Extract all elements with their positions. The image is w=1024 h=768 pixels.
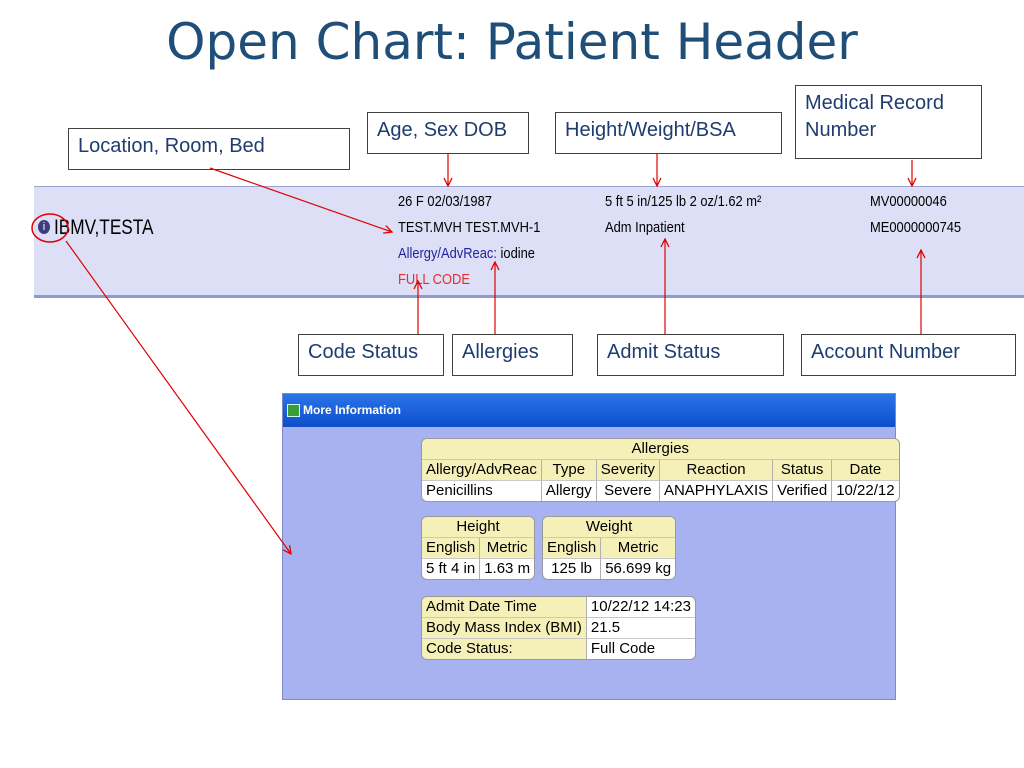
allergies-col-header: Allergy/AdvReac [422,460,542,481]
callout-account-number: Account Number [801,334,1016,376]
callout-medical-record-number-line2: Number [805,119,877,141]
allergies-cell: Allergy [542,481,597,501]
callout-location-room-bed: Location, Room, Bed [68,128,350,170]
table-row[interactable]: Body Mass Index (BMI) 21.5 [422,618,695,639]
allergies-table-caption: Allergies [422,439,899,460]
patient-header-bar [34,186,1024,298]
table-row[interactable]: 125 lb 56.699 kg [543,559,675,579]
table-row[interactable]: Admit Date Time 10/22/12 14:23 [422,597,695,618]
callout-code-status: Code Status [298,334,444,376]
callout-age-sex-dob: Age, Sex DOB [367,112,529,154]
more-information-window: More Information Allergies Allergy/AdvRe… [282,393,900,700]
callout-allergies: Allergies [452,334,573,376]
more-information-titlebar[interactable]: More Information [283,394,895,427]
more-information-title: More Information [303,403,401,417]
detail-value: 10/22/12 14:23 [586,597,695,618]
allergy-label: Allergy/AdvReac: [398,245,497,262]
allergies-col-header: Date [832,460,899,481]
allergies-cell: ANAPHYLAXIS [660,481,774,501]
callout-medical-record-number: Medical Record Number [795,85,982,159]
callout-medical-record-number-line1: Medical Record [805,92,944,114]
height-col-header: English [422,538,481,559]
allergies-col-header: Reaction [659,460,774,481]
height-table-caption: Height [422,517,535,538]
detail-label: Admit Date Time [422,597,587,618]
info-circle-icon[interactable]: i [38,220,50,234]
allergies-col-header: Type [541,460,597,481]
medical-record-number-value: MV00000046 [870,193,947,210]
arrow-info-to-more-information [65,240,291,554]
allergies-cell: Penicillins [422,481,542,501]
detail-label: Code Status: [422,639,587,659]
allergy-value: iodine [500,245,535,262]
age-sex-dob-value: 26 F 02/03/1987 [398,193,492,210]
slide-title: Open Chart: Patient Header [166,13,858,71]
detail-value: 21.5 [586,618,695,639]
patient-name[interactable]: IBMV,TESTA [54,216,154,239]
admission-details-table: Admit Date Time 10/22/12 14:23 Body Mass… [421,596,696,660]
table-row[interactable]: Code Status: Full Code [422,639,695,659]
allergy-line[interactable]: Allergy/AdvReac: iodine [398,245,535,262]
admit-status-value: Adm Inpatient [605,219,685,236]
detail-label: Body Mass Index (BMI) [422,618,587,639]
height-col-header: Metric [480,538,535,559]
app-window-icon [287,404,300,417]
weight-cell: 125 lb [543,559,602,579]
allergies-cell: Verified [773,481,833,501]
weight-col-header: Metric [601,538,676,559]
weight-cell: 56.699 kg [605,560,672,577]
callout-height-weight-bsa: Height/Weight/BSA [555,112,782,154]
location-room-bed-value: TEST.MVH TEST.MVH-1 [398,219,541,236]
allergies-cell: Severe [597,481,660,501]
allergies-col-header: Severity [596,460,660,481]
height-weight-bsa-value: 5 ft 5 in/125 lb 2 oz/1.62 m² [605,193,762,210]
weight-col-header: English [543,538,602,559]
height-cell: 1.63 m [484,560,531,577]
height-table: Height English Metric 5 ft 4 in 1.63 m [421,516,536,580]
weight-table-caption: Weight [543,517,676,538]
account-number-value: ME0000000745 [870,219,962,236]
table-row[interactable]: 5 ft 4 in 1.63 m [422,559,534,579]
detail-value: Full Code [590,640,656,657]
info-icon-highlight-circle [31,213,69,243]
allergies-table: Allergies Allergy/AdvReac Type Severity … [421,438,900,502]
arrow-location [209,167,392,232]
allergies-cell: 10/22/12 [836,482,895,499]
allergies-col-header: Status [773,460,833,481]
callout-admit-status: Admit Status [597,334,784,376]
weight-table: Weight English Metric 125 lb 56.699 kg [542,516,677,580]
height-cell: 5 ft 4 in [422,559,481,579]
table-row[interactable]: Penicillins Allergy Severe ANAPHYLAXIS V… [422,481,899,501]
